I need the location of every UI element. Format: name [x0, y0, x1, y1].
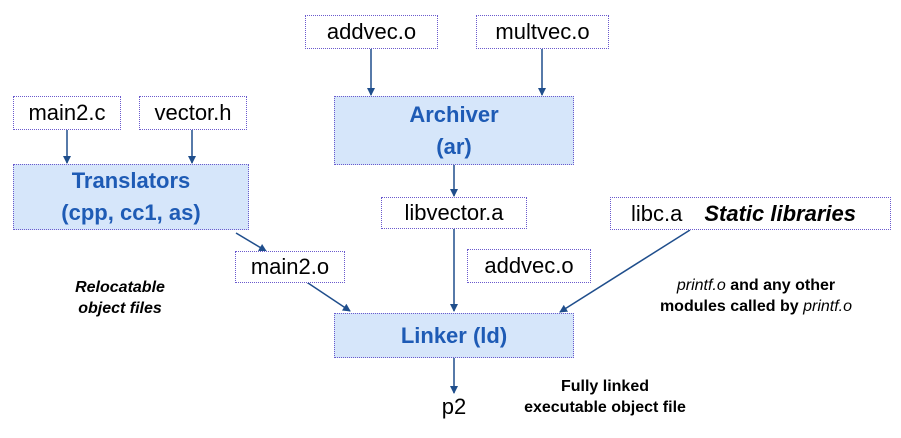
relocatable-line1: Relocatable	[75, 279, 165, 296]
printf-line1: printf.o and any other	[676, 277, 836, 294]
arrow-main2o-to-linker	[304, 280, 351, 312]
linker-box: Linker (ld)	[334, 313, 574, 358]
archiver-title: Archiver	[409, 101, 499, 127]
addvec-o-file-member: addvec.o	[467, 249, 591, 283]
libvector-a-file: libvector.a	[381, 197, 527, 229]
fully-linked-line1: Fully linked	[560, 378, 649, 395]
translators-box: Translators (cpp, cc1, as)	[13, 164, 249, 230]
printf-modules-label: printf.o and any other modules called by…	[636, 276, 876, 318]
static-libraries-label: Static libraries	[704, 200, 856, 226]
addvec-o-file-input: addvec.o	[305, 15, 438, 49]
archiver-tool: (ar)	[436, 133, 472, 159]
translators-title: Translators	[71, 168, 191, 194]
libc-a-file: libc.a	[631, 200, 683, 226]
relocatable-line2: object files	[78, 299, 162, 317]
archiver-box: Archiver (ar)	[334, 96, 574, 165]
relocatable-object-files-label: Relocatable object files	[60, 278, 180, 320]
translators-tools: (cpp, cc1, as)	[61, 200, 201, 225]
vector-h-file: vector.h	[139, 96, 247, 130]
linker-title: Linker (ld)	[400, 322, 508, 348]
fully-linked-label: Fully linked executable object file	[505, 377, 705, 419]
fully-linked-line2: executable object file	[524, 398, 686, 416]
libc-a-box: libc.a Static libraries	[610, 197, 891, 230]
arrow-libc-to-linker	[559, 229, 691, 313]
p2-output: p2	[441, 394, 467, 419]
multvec-o-file: multvec.o	[476, 15, 609, 49]
main2-c-file: main2.c	[13, 96, 121, 130]
arrow-translators-to-main2o	[235, 232, 267, 252]
main2-o-file: main2.o	[235, 251, 345, 283]
printf-line2: modules called by printf.o	[659, 297, 853, 315]
